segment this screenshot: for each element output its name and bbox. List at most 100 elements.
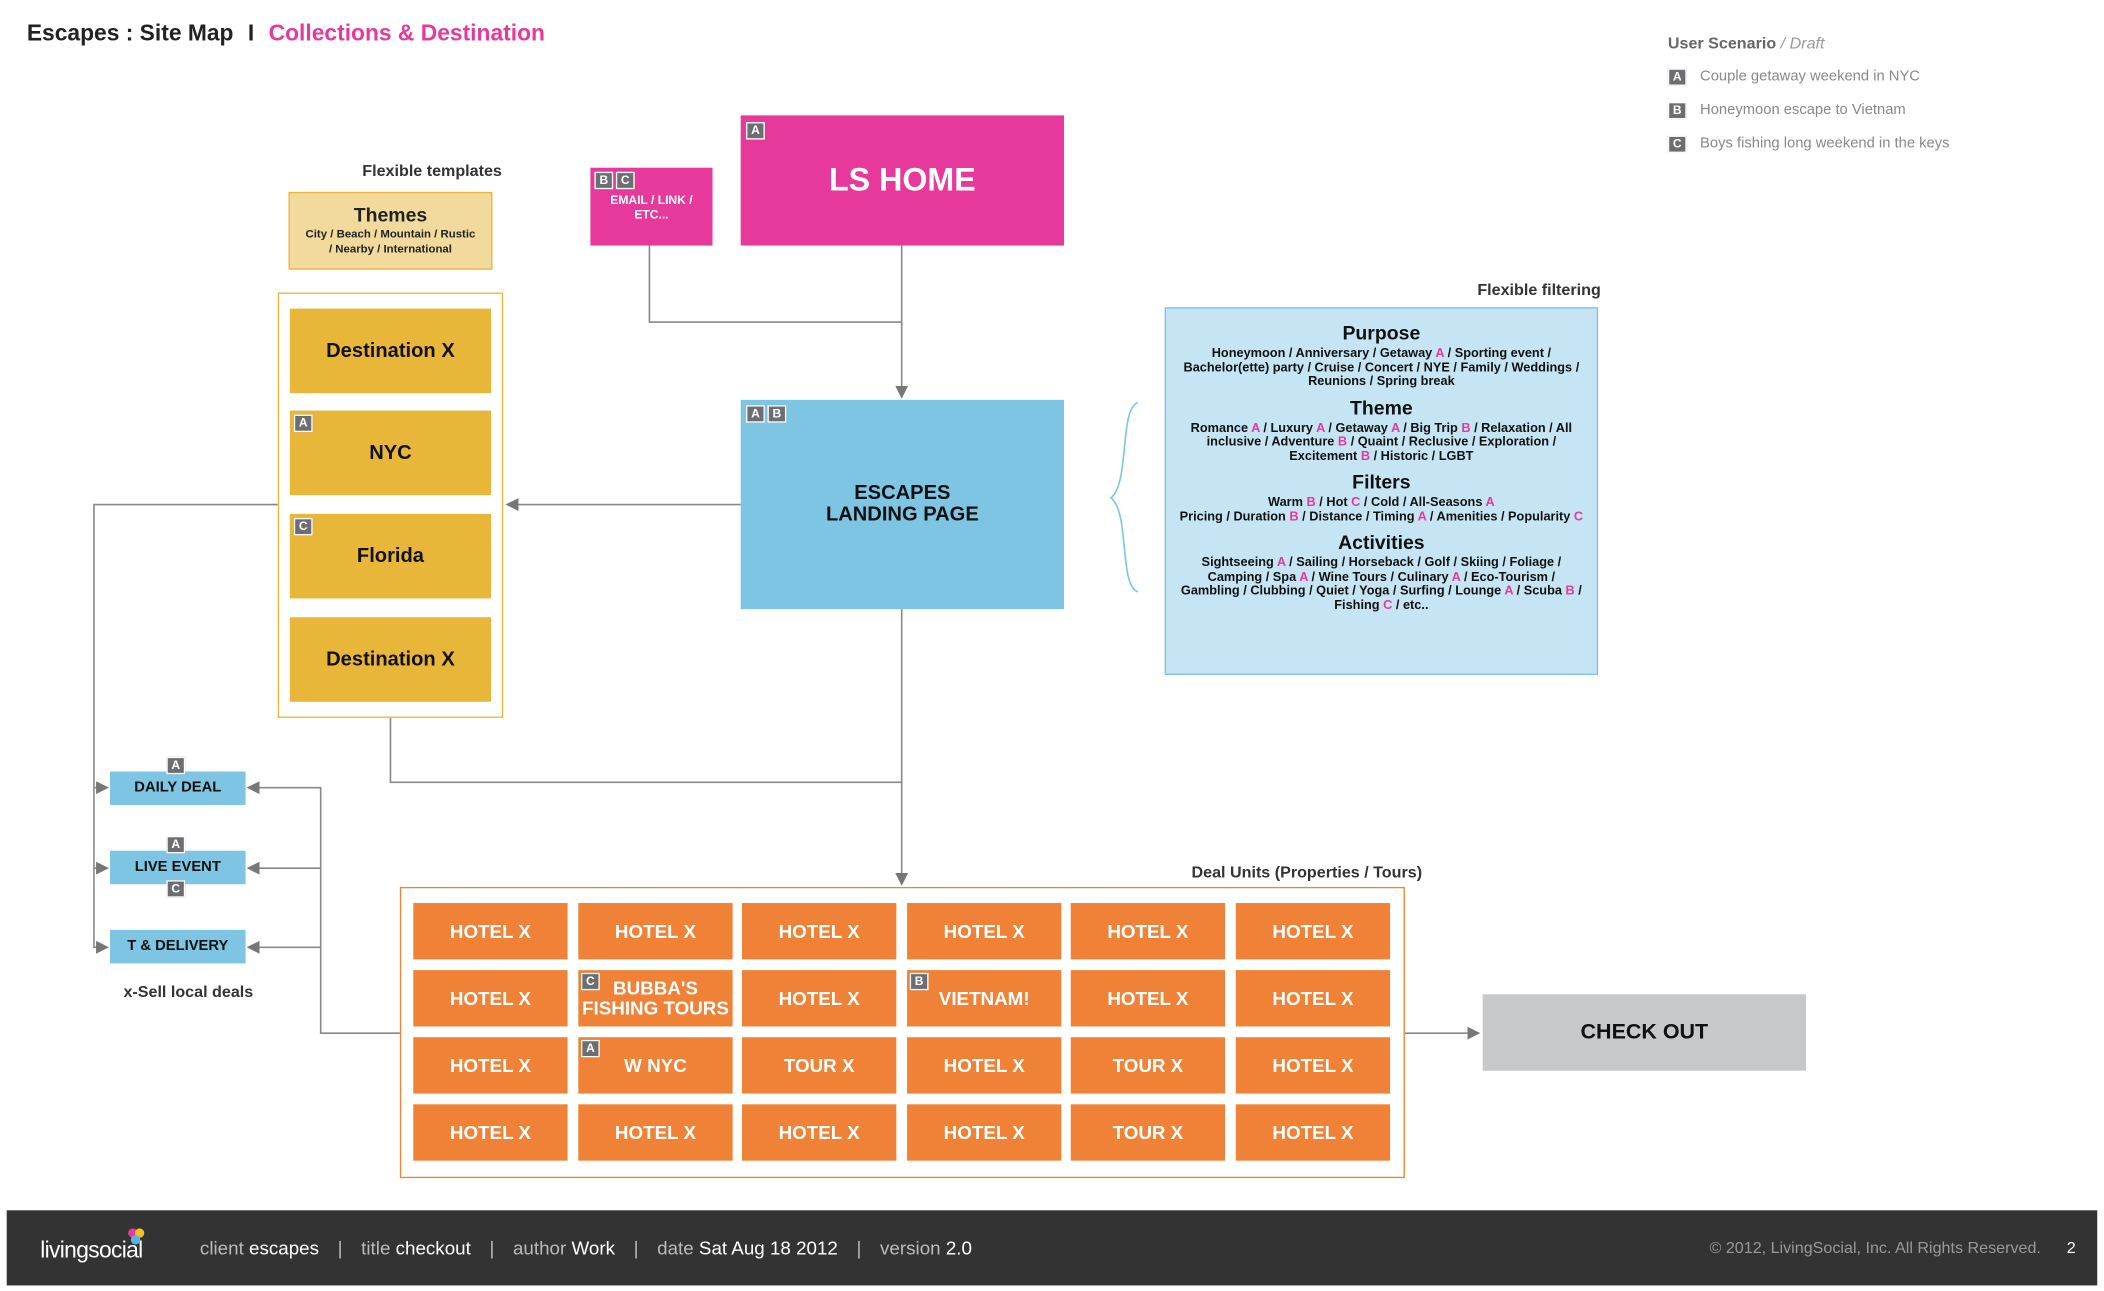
deal-unit[interactable]: HOTEL X: [742, 1104, 897, 1161]
deal-unit[interactable]: VIETNAM!: [907, 970, 1062, 1027]
deal-unit[interactable]: HOTEL X: [578, 1104, 733, 1161]
destination-label: NYC: [369, 441, 412, 465]
deal-unit-label: HOTEL X: [1107, 919, 1189, 942]
deal-unit[interactable]: HOTEL X: [1070, 970, 1226, 1027]
scenario-badge: A: [1667, 68, 1687, 86]
destination-card[interactable]: NYC: [289, 410, 492, 496]
email-link-label: EMAIL / LINK / ETC...: [610, 193, 693, 222]
themes-title: Themes: [353, 205, 428, 227]
deal-unit[interactable]: TOUR X: [1070, 1037, 1226, 1094]
email-badges: B C: [594, 171, 635, 190]
deal-unit-label: TOUR X: [783, 1053, 855, 1076]
deal-unit[interactable]: HOTEL X: [413, 1037, 568, 1094]
legend-item-text: Boys fishing long weekend in the keys: [1700, 135, 1950, 152]
destination-badges: A: [293, 414, 313, 433]
destinations-container: [277, 292, 504, 718]
deal-unit-label: HOTEL X: [943, 1053, 1025, 1076]
deal-unit-label: HOTEL X: [1272, 1121, 1354, 1143]
deal-unit[interactable]: HOTEL X: [413, 903, 568, 960]
filter-section-title: Purpose: [1342, 323, 1421, 345]
ls-home-label: LS HOME: [829, 162, 976, 199]
xsell-item[interactable]: LIVE EVENT: [110, 850, 246, 885]
deal-unit[interactable]: BUBBA'S FISHING TOURS: [578, 970, 733, 1027]
client-value: escapes: [249, 1237, 319, 1259]
title-main: Escapes : Site Map: [26, 20, 234, 46]
deals-container: [399, 886, 1405, 1179]
deal-unit-label: VIETNAM!: [938, 986, 1030, 1009]
xsell-item-label: DAILY DEAL: [134, 779, 222, 796]
xsell-item[interactable]: T & DELIVERY: [110, 929, 246, 964]
destination-card[interactable]: Destination X: [289, 617, 492, 702]
xsell-caption: x-Sell local deals: [123, 982, 254, 1001]
deal-unit[interactable]: HOTEL X: [742, 903, 897, 960]
destination-card[interactable]: Destination X: [289, 308, 492, 394]
deal-unit-label: HOTEL X: [449, 986, 531, 1009]
deal-unit[interactable]: HOTEL X: [578, 903, 733, 960]
date-value: Sat Aug 18 2012: [698, 1237, 838, 1259]
templates-to-deals-line: [389, 717, 902, 784]
deal-unit[interactable]: HOTEL X: [907, 1104, 1062, 1161]
deal-unit-label: TOUR X: [1112, 1053, 1184, 1076]
destination-label: Destination X: [326, 648, 455, 671]
deal-unit-label: HOTEL X: [614, 919, 696, 942]
deal-unit-label: HOTEL X: [1107, 986, 1189, 1009]
deal-unit[interactable]: HOTEL X: [907, 1037, 1062, 1094]
deal-unit-label: HOTEL X: [778, 986, 860, 1009]
deal-unit-label: HOTEL X: [943, 919, 1025, 942]
xsell-item[interactable]: DAILY DEAL: [110, 771, 246, 806]
page-number: 2: [2066, 1238, 2076, 1258]
checkout-label: CHECK OUT: [1580, 1021, 1709, 1044]
deal-unit[interactable]: HOTEL X: [413, 1104, 568, 1161]
deal-unit-label: HOTEL X: [614, 1121, 696, 1143]
deal-unit[interactable]: HOTEL X: [1235, 1104, 1391, 1161]
deal-unit[interactable]: TOUR X: [1070, 1104, 1226, 1161]
scenario-badge: A: [166, 835, 186, 854]
deals-to-daily-deal-line: [246, 781, 400, 1034]
deal-unit-label: BUBBA'S FISHING TOURS: [582, 976, 729, 1019]
deal-unit-label: HOTEL X: [1272, 919, 1354, 942]
ls-home-badges: A: [746, 122, 765, 140]
filtering-caption: Flexible filtering: [1477, 280, 1601, 300]
deal-unit[interactable]: HOTEL X: [1235, 903, 1391, 960]
logo-text: livingsocial: [40, 1237, 143, 1263]
deal-unit[interactable]: HOTEL X: [742, 970, 897, 1027]
deal-unit[interactable]: HOTEL X: [1235, 970, 1391, 1027]
deal-unit[interactable]: HOTEL X: [1070, 903, 1226, 960]
deal-unit[interactable]: TOUR X: [742, 1037, 897, 1094]
ls-home-node[interactable]: LS HOME: [740, 115, 1065, 246]
themes-box[interactable]: Themes City / Beach / Mountain / Rustic …: [288, 191, 493, 270]
filter-section-title: Theme: [1350, 397, 1413, 420]
templates-to-xsell-line: [93, 503, 278, 954]
deal-unit-label: HOTEL X: [778, 1121, 860, 1143]
scenario-badge: C: [293, 517, 313, 536]
legend-item-text: Honeymoon escape to Vietnam: [1700, 101, 1906, 119]
filter-section-text: Romance A / Luxury A / Getaway A / Big T…: [1190, 420, 1573, 464]
deal-unit[interactable]: HOTEL X: [413, 970, 568, 1027]
footer-bar: livingsocial client escapes | title chec…: [6, 1210, 2098, 1286]
filter-section-title: Filters: [1352, 472, 1411, 494]
scenario-badge: A: [746, 405, 765, 423]
destination-card[interactable]: Florida: [289, 513, 492, 599]
deal-unit-label: HOTEL X: [1272, 1053, 1354, 1076]
deal-unit-label: HOTEL X: [943, 1121, 1025, 1143]
deal-unit-label: HOTEL X: [1272, 986, 1354, 1009]
livingsocial-logo: livingsocial: [40, 1228, 145, 1264]
deal-unit[interactable]: HOTEL X: [1235, 1037, 1391, 1094]
xsell-item-label: T & DELIVERY: [127, 937, 229, 955]
deal-unit[interactable]: W NYC: [578, 1037, 733, 1094]
checkout-node[interactable]: CHECK OUT: [1482, 994, 1807, 1071]
email-to-landing-line: [648, 245, 902, 323]
deal-unit-label: TOUR X: [1112, 1121, 1184, 1143]
title-separator: I: [247, 20, 255, 46]
date-key: date: [657, 1237, 694, 1259]
scenario-badge: C: [615, 171, 635, 190]
deal-unit[interactable]: HOTEL X: [907, 903, 1062, 960]
escapes-landing-node[interactable]: ESCAPES LANDING PAGE: [740, 399, 1065, 610]
scenario-badge: C: [580, 972, 600, 991]
